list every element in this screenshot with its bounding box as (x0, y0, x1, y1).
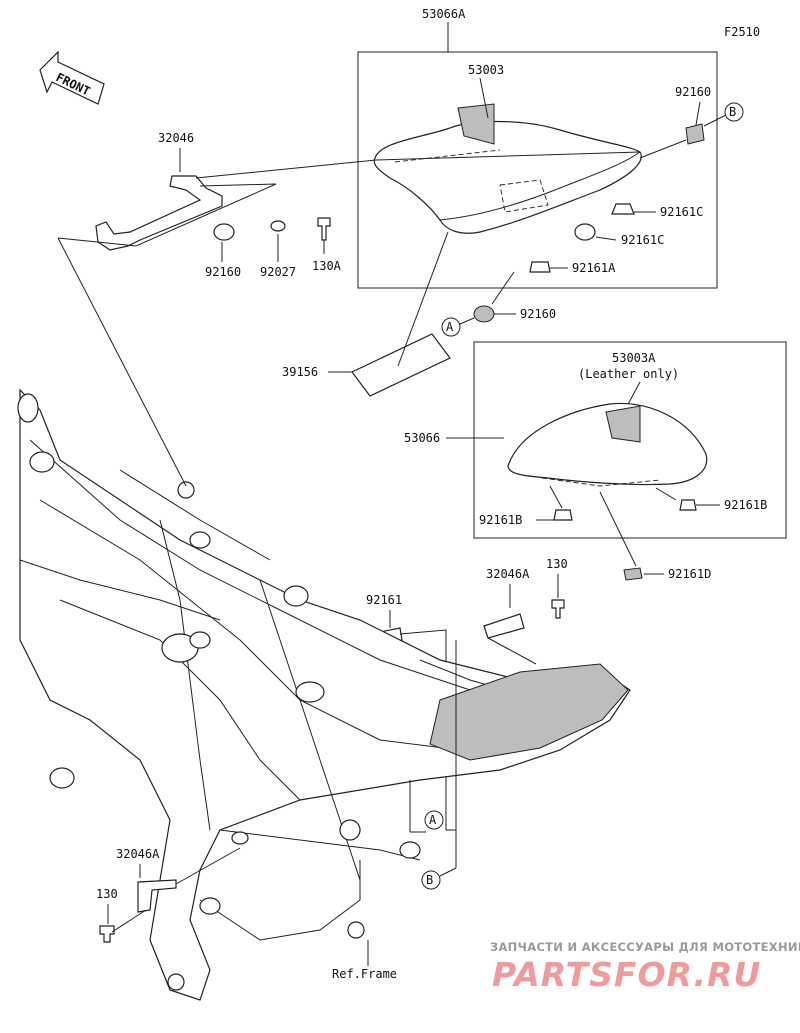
rider-seat-group: 53066A 53003 92161C 92161C 92161A (357, 7, 718, 289)
pad-39156 (351, 333, 451, 397)
callout-92027: 92027 (260, 265, 296, 279)
front-direction-arrow: FRONT (39, 50, 105, 105)
callout-92161B-left: 92161B (479, 513, 522, 527)
bracket-32046A-rear-assembly: 32046A 130 (483, 557, 568, 665)
bracket-32046 (95, 175, 223, 251)
callout-130-rear: 130 (546, 557, 568, 571)
leader-32046-to-frame (57, 237, 187, 487)
callout-92161A: 92161A (572, 261, 616, 275)
damper-92160-top-right-assembly: 92160 B (639, 85, 744, 159)
watermark-line1: ЗАПЧАСТИ И АКСЕССУАРЫ ДЛЯ МОТОТЕХНИКИ (490, 940, 800, 954)
damper-92161B-right (679, 499, 697, 511)
damper-92160-top (685, 123, 705, 145)
ref-marker-a-top-label: A (446, 320, 454, 334)
ref-frame-label: Ref.Frame (332, 967, 397, 981)
callout-92160-left: 92160 (205, 265, 241, 279)
ref-marker-a-top (441, 317, 461, 337)
passenger-seat-group: 53003A (Leather only) 53066 92161B 92161… (404, 341, 787, 539)
bracket-32046-group: 32046 92160 92027 130A (57, 131, 377, 279)
callout-leather-only: (Leather only) (578, 367, 679, 381)
passenger-seat (507, 402, 708, 486)
callout-92160-a: 92160 (520, 307, 556, 321)
bracket-32046A-rear (483, 613, 525, 639)
callout-92161C-2: 92161C (621, 233, 664, 247)
figure-code: F2510 (724, 25, 760, 39)
callout-92161D: 92161D (668, 567, 711, 581)
motorcycle-frame (17, 388, 631, 1001)
callout-130A: 130A (312, 259, 342, 273)
passenger-seat-hump (605, 405, 641, 443)
damper-92160-left (213, 223, 235, 241)
damper-92161A (529, 261, 551, 273)
callout-92161B-right: 92161B (724, 498, 767, 512)
callout-53066: 53066 (404, 431, 440, 445)
bolt-130-lower (99, 925, 115, 943)
watermark-logo: PARTSFOR.RU (492, 955, 761, 994)
callout-39156: 39156 (282, 365, 318, 379)
ref-marker-a-bottom (424, 810, 444, 830)
damper-92161D (623, 567, 643, 581)
callout-32046A-rear: 32046A (486, 567, 530, 581)
rider-seat (373, 120, 642, 234)
callout-32046: 32046 (158, 131, 194, 145)
bolt-130-rear (551, 599, 565, 619)
ref-marker-b-top (724, 102, 744, 122)
damper-92161C-lower (574, 223, 596, 241)
callout-53003: 53003 (468, 63, 504, 77)
bracket-32046A-lower-assembly: 32046A 130 (96, 847, 241, 943)
damper-92160-a-assembly: 92160 A (441, 271, 556, 337)
ref-marker-b-bottom-label: B (426, 873, 433, 887)
washer-92027 (270, 220, 286, 232)
bottom-ref-markers: A B (409, 640, 457, 890)
label-pad-39156: 39156 (282, 231, 451, 397)
callout-92161: 92161 (366, 593, 402, 607)
callout-92160-top: 92160 (675, 85, 711, 99)
bolt-130A (317, 217, 331, 241)
bracket-32046A-lower (137, 879, 177, 913)
ref-marker-b-bottom (421, 870, 441, 890)
ref-marker-a-bottom-label: A (429, 813, 437, 827)
damper-92161D-assembly: 92161D (599, 491, 711, 581)
damper-92161C-upper (611, 203, 635, 215)
callout-53066A: 53066A (422, 7, 466, 21)
rider-seat-hump (457, 103, 495, 145)
leader-seat-top (375, 151, 641, 161)
callout-32046A-lower: 32046A (116, 847, 160, 861)
ref-marker-b-top-label: B (729, 105, 736, 119)
damper-92160-a (473, 305, 495, 323)
callout-92161C-1: 92161C (660, 205, 703, 219)
damper-92161B-left (553, 509, 573, 521)
callout-53003A: 53003A (612, 351, 656, 365)
callout-130-lower: 130 (96, 887, 118, 901)
